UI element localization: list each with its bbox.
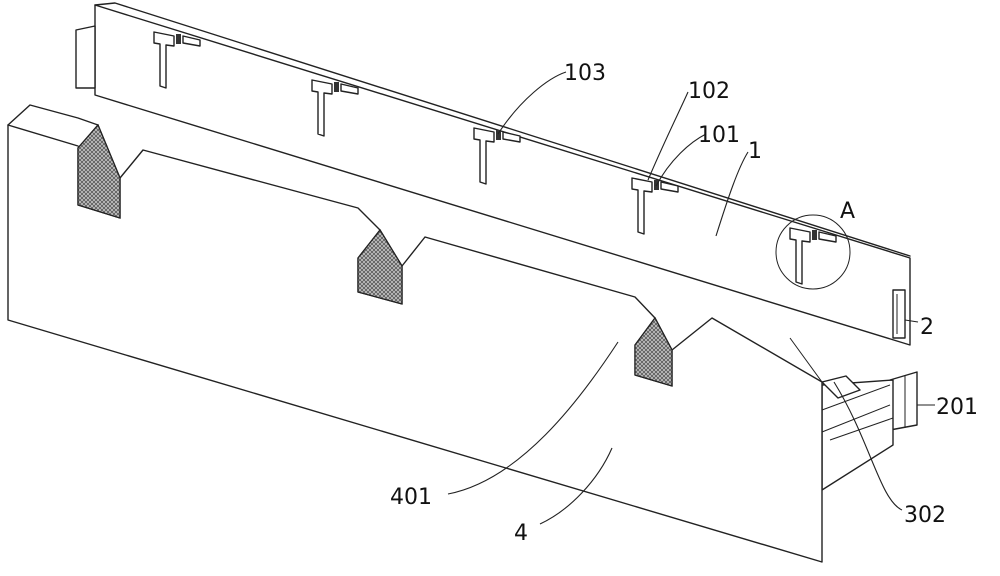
mesh-panel xyxy=(77,123,121,219)
label-201: 201 xyxy=(936,395,978,420)
label-a: A xyxy=(840,199,855,224)
mesh-panel xyxy=(634,316,673,387)
mesh-panels xyxy=(77,123,673,387)
label-103: 103 xyxy=(564,61,606,86)
top-clips xyxy=(153,31,837,285)
leader-lines xyxy=(447,71,935,525)
base-frame xyxy=(821,375,894,491)
clip xyxy=(789,227,837,285)
label-401: 401 xyxy=(390,485,432,510)
label-101: 101 xyxy=(698,123,740,148)
label-102: 102 xyxy=(688,79,730,104)
clip xyxy=(473,127,521,185)
label-1: 1 xyxy=(748,139,762,164)
detail-circle-a xyxy=(775,214,851,290)
clip xyxy=(311,79,359,137)
clip xyxy=(153,31,201,89)
label-2: 2 xyxy=(920,315,934,340)
mesh-panel xyxy=(357,228,403,305)
label-302: 302 xyxy=(904,503,946,528)
reference-labels: 103 102 101 1 A 2 201 302 401 4 xyxy=(390,61,978,546)
label-4: 4 xyxy=(514,521,528,546)
right-end xyxy=(889,289,918,431)
rear-board xyxy=(75,2,911,346)
